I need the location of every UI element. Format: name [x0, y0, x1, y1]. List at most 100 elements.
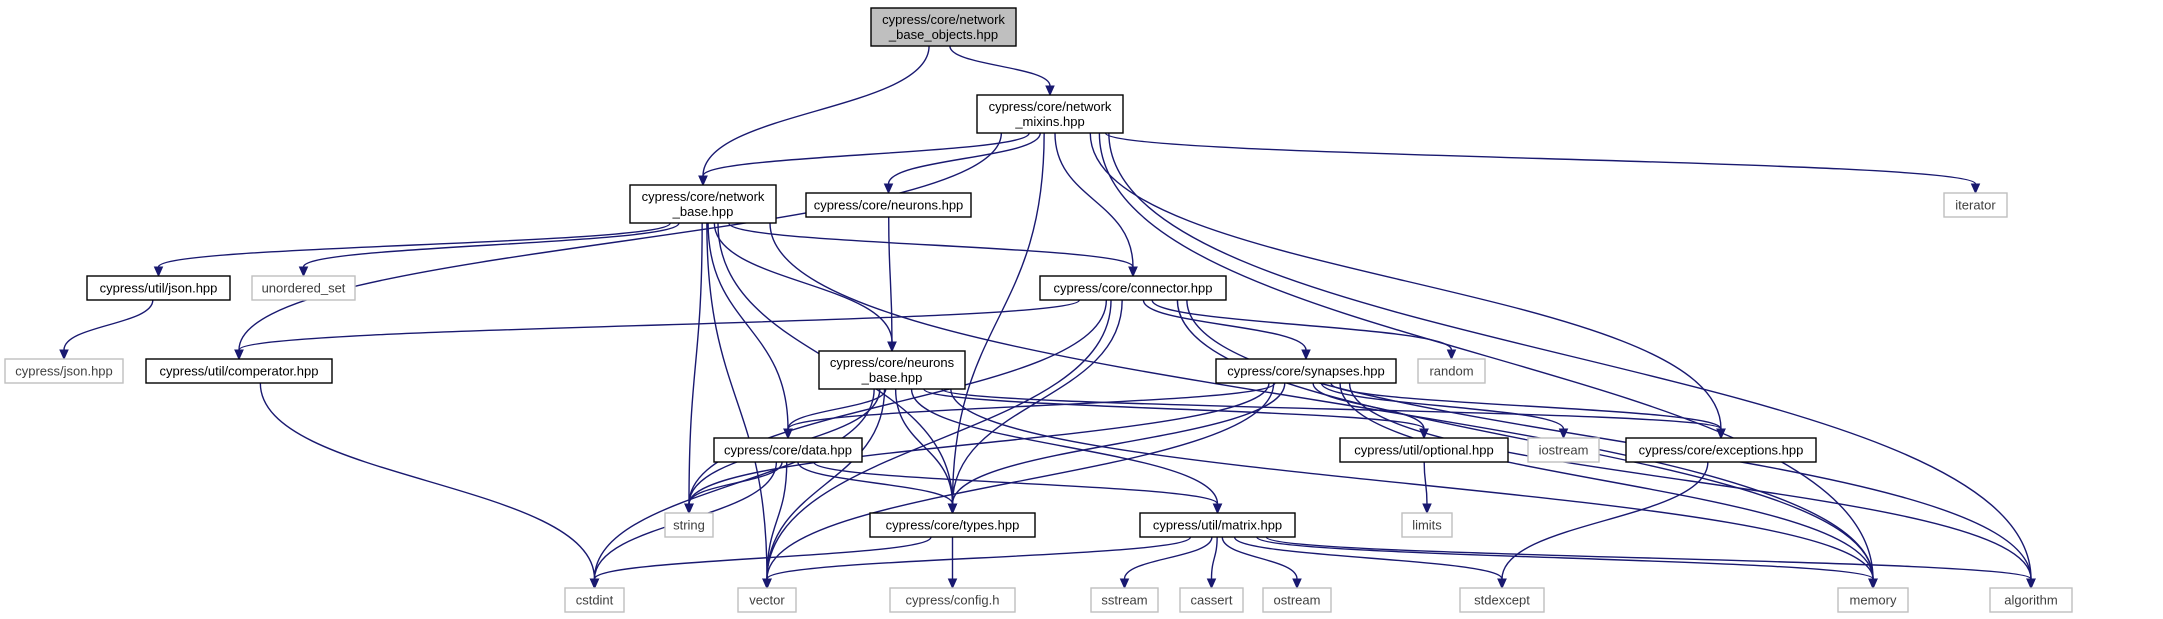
node-box: [713, 437, 863, 463]
edge-line: [238, 132, 1003, 351]
edge-types-to-cstdint: [589, 536, 932, 590]
edge-line: [1265, 536, 2032, 580]
node-json[interactable]: cypress/util/json.hpp: [86, 275, 231, 301]
node-synapses[interactable]: cypress/core/synapses.hpp: [1215, 358, 1397, 384]
node-matrix[interactable]: cypress/util/matrix.hpp: [1139, 512, 1296, 538]
edge-line: [766, 461, 788, 580]
node-label: cypress/core/types.hpp: [886, 518, 1020, 533]
edge-mixins-to-neurons: [883, 132, 1042, 195]
node-optional[interactable]: cypress/util/optional.hpp: [1339, 437, 1509, 463]
node-label: iterator: [1955, 198, 1996, 213]
node-box: [818, 350, 966, 390]
node-label: cypress/util/matrix.hpp: [1153, 518, 1282, 533]
edge-line: [259, 382, 596, 580]
edge-data-to-string: [684, 461, 783, 515]
node-box: [564, 587, 625, 613]
node-box: [251, 275, 356, 301]
edge-line: [766, 388, 886, 580]
edge-mixins-to-iterator: [1104, 132, 1981, 195]
node-comperator[interactable]: cypress/util/comperator.hpp: [145, 358, 333, 384]
edge-line: [949, 45, 1051, 87]
node-box: [1262, 587, 1332, 613]
edge-root-to-netbase: [698, 45, 930, 187]
node-label: cypress/core/neurons: [830, 355, 955, 370]
node-cstdint: cstdint: [564, 587, 625, 613]
node-netbase[interactable]: cypress/core/network_base.hpp: [629, 184, 777, 224]
edge-line: [787, 382, 1276, 430]
node-label: sstream: [1101, 593, 1147, 608]
node-box: [664, 512, 714, 538]
edge-connector-to-random: [1151, 299, 1457, 361]
node-limits: limits: [1401, 512, 1453, 538]
edge-data-to-matrix: [813, 461, 1223, 515]
node-cypress_json: cypress/json.hpp: [4, 358, 124, 384]
edge-arrowhead: [1119, 578, 1130, 590]
edge-arrowhead: [1301, 349, 1311, 361]
node-exceptions[interactable]: cypress/core/exceptions.hpp: [1625, 437, 1817, 463]
edge-netbase-to-json: [153, 222, 672, 278]
node-label: cypress/core/neurons.hpp: [814, 198, 964, 213]
edge-mixins-to-types: [947, 132, 1045, 515]
edge-line: [238, 299, 1081, 351]
edge-line: [593, 536, 932, 580]
edge-line: [1098, 132, 1874, 580]
node-mixins[interactable]: cypress/core/network_mixins.hpp: [976, 94, 1124, 134]
node-cassert: cassert: [1179, 587, 1244, 613]
edge-arrowhead: [153, 266, 164, 278]
node-connector[interactable]: cypress/core/connector.hpp: [1039, 275, 1227, 301]
node-box: [1989, 587, 2073, 613]
node-neurons[interactable]: cypress/core/neurons.hpp: [805, 192, 972, 218]
edge-arrowhead: [1422, 503, 1432, 515]
edge-line: [706, 222, 768, 580]
node-layer: cypress/core/network_base_objects.hppcyp…: [4, 7, 2073, 613]
node-string: string: [664, 512, 714, 538]
edge-line: [813, 461, 1219, 505]
edge-types-to-config: [947, 537, 958, 590]
node-label: string: [673, 518, 705, 533]
edge-line: [1089, 132, 1722, 430]
edge-layer: [59, 45, 2036, 590]
edge-matrix-to-sstream: [1119, 536, 1213, 590]
edge-line: [1501, 461, 1709, 580]
edge-line: [766, 536, 1192, 580]
edge-line: [1108, 132, 2032, 580]
node-box: [1837, 587, 1909, 613]
edge-line: [688, 299, 1108, 505]
node-sstream: sstream: [1090, 587, 1159, 613]
node-label: cypress/util/json.hpp: [100, 281, 218, 296]
edge-arrowhead: [762, 578, 772, 590]
edge-line: [950, 388, 1874, 580]
edge-arrowhead: [298, 266, 309, 278]
edge-arrowhead: [1206, 578, 1217, 590]
edge-arrowhead: [1868, 578, 1878, 590]
node-memory: memory: [1837, 587, 1909, 613]
edge-arrowhead: [684, 503, 694, 515]
node-box: [1401, 512, 1453, 538]
node-box: [1039, 275, 1227, 301]
node-box: [1943, 192, 2008, 218]
node-box: [889, 587, 1016, 613]
edge-matrix-to-memory: [1256, 536, 1878, 590]
edge-line: [63, 299, 154, 351]
node-box: [1625, 437, 1817, 463]
edge-arrowhead: [234, 349, 244, 361]
node-ostream: ostream: [1262, 587, 1332, 613]
node-config: cypress/config.h: [889, 587, 1016, 613]
node-box: [4, 358, 124, 384]
node-box: [1179, 587, 1244, 613]
edge-matrix-to-algorithm: [1265, 536, 2036, 590]
node-root[interactable]: cypress/core/network_base_objects.hpp: [870, 7, 1017, 47]
node-neurons_base[interactable]: cypress/core/neurons_base.hpp: [818, 350, 966, 390]
edge-connector-to-synapses: [1142, 299, 1311, 361]
edge-line: [1104, 132, 1977, 185]
edge-arrowhead: [1716, 428, 1726, 440]
node-types[interactable]: cypress/core/types.hpp: [869, 512, 1036, 538]
node-algorithm: algorithm: [1989, 587, 2073, 613]
edge-optional-to-limits: [1422, 461, 1432, 515]
edge-line: [1233, 536, 1503, 580]
edge-line: [1186, 299, 2032, 580]
node-data[interactable]: cypress/core/data.hpp: [713, 437, 863, 463]
node-box: [1215, 358, 1397, 384]
edge-line: [951, 299, 1123, 505]
